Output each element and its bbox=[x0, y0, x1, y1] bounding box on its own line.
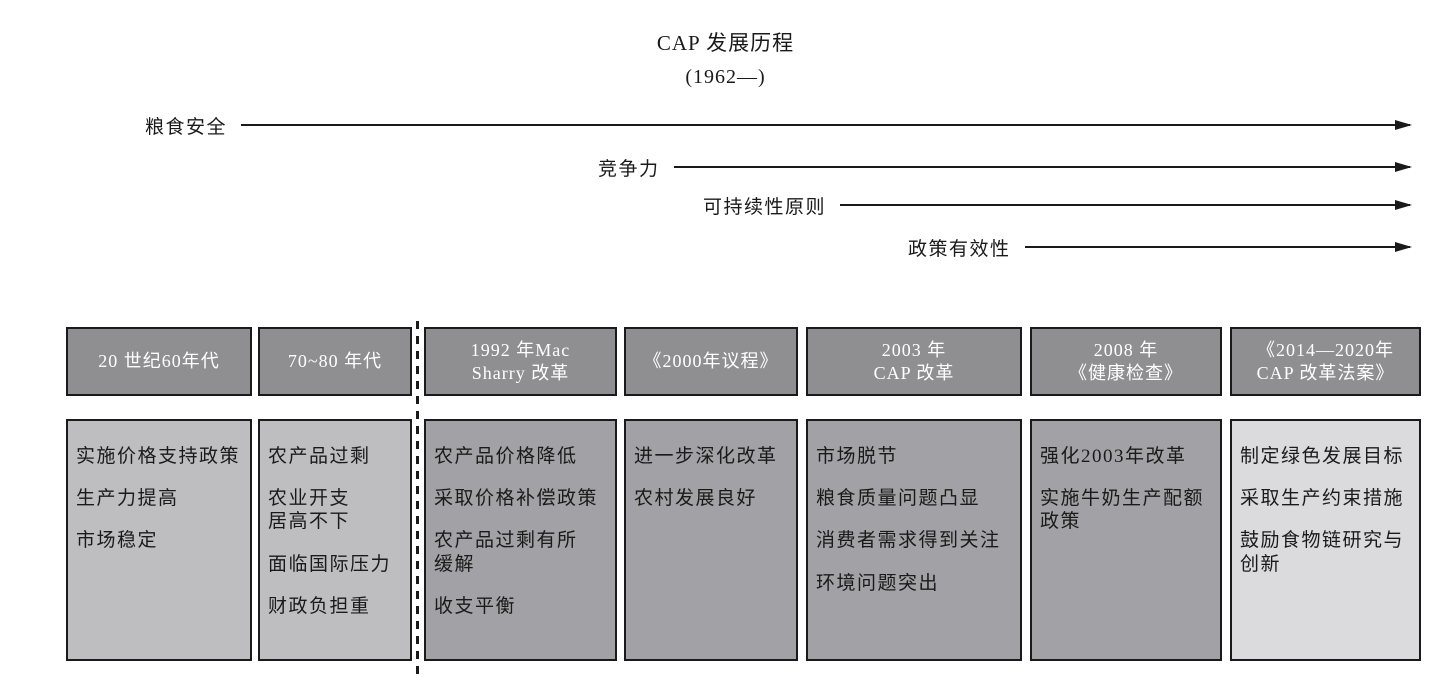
period-body: 强化2003年改革 实施牛奶生产配额 政策 bbox=[1030, 419, 1222, 661]
period-item: 财政负担重 bbox=[268, 595, 371, 617]
dashed-divider bbox=[416, 321, 419, 681]
period-item: 实施牛奶生产配额 政策 bbox=[1040, 488, 1205, 533]
period-item: 农产品过剩 bbox=[268, 446, 371, 467]
period-item: 农业开支 居高不下 bbox=[268, 488, 351, 533]
arrow-label: 可持续性原则 bbox=[703, 196, 827, 218]
period-item: 农产品价格降低 bbox=[434, 446, 578, 467]
period-body: 制定绿色发展目标 采取生产约束措施 鼓励食物链研究与 创新 bbox=[1230, 419, 1421, 661]
period-item: 实施价格支持政策 bbox=[76, 446, 241, 467]
period-header: 1992 年Mac Sharry 改革 bbox=[424, 327, 617, 396]
diagram-subtitle: (1962—) bbox=[685, 66, 766, 88]
period-header: 《2014—2020年 CAP 改革法案》 bbox=[1230, 327, 1421, 396]
timeline-column-2008-health-check: 2008 年 《健康检查》 强化2003年改革 实施牛奶生产配额 政策 bbox=[1030, 327, 1222, 661]
timeline-column-70-80s: 70~80 年代 农产品过剩 农业开支 居高不下 面临国际压力 财政负担重 bbox=[258, 327, 412, 661]
right-arrow-icon bbox=[1395, 162, 1412, 172]
arrow-label: 政策有效性 bbox=[908, 238, 1011, 260]
right-arrow-line bbox=[673, 162, 1412, 172]
period-item: 进一步深化改革 bbox=[634, 446, 778, 467]
timeline-column-2003-reform: 2003 年 CAP 改革 市场脱节 粮食质量问题凸显 消费者需求得到关注 环境… bbox=[806, 327, 1022, 661]
arrow-food-security: 粮食安全 bbox=[145, 113, 1412, 138]
period-item: 采取价格补偿政策 bbox=[434, 488, 599, 510]
right-arrow-icon bbox=[1395, 242, 1412, 252]
arrow-sustainability: 可持续性原则 bbox=[703, 193, 1412, 218]
diagram-title: CAP 发展历程 bbox=[656, 31, 795, 55]
right-arrow-line bbox=[241, 120, 1412, 130]
period-item: 生产力提高 bbox=[76, 488, 179, 510]
timeline-column-agenda-2000: 《2000年议程》 进一步深化改革 农村发展良好 bbox=[624, 327, 798, 661]
period-header: 70~80 年代 bbox=[258, 327, 412, 396]
period-header: 2008 年 《健康检查》 bbox=[1030, 327, 1222, 396]
arrow-policy-effectiveness: 政策有效性 bbox=[908, 235, 1412, 260]
timeline-column-2014-2020-act: 《2014—2020年 CAP 改革法案》 制定绿色发展目标 采取生产约束措施 … bbox=[1230, 327, 1421, 661]
period-item: 采取生产约束措施 bbox=[1240, 488, 1405, 510]
period-item: 市场稳定 bbox=[76, 530, 159, 552]
timeline-column-1960s: 20 世纪60年代 实施价格支持政策 生产力提高 市场稳定 bbox=[66, 327, 252, 661]
arrow-label: 粮食安全 bbox=[145, 116, 228, 138]
period-item: 市场脱节 bbox=[816, 446, 899, 467]
period-item: 收支平衡 bbox=[434, 595, 517, 617]
right-arrow-icon bbox=[1395, 120, 1412, 130]
period-item: 环境问题突出 bbox=[816, 572, 940, 594]
period-item: 制定绿色发展目标 bbox=[1240, 446, 1405, 467]
period-body: 市场脱节 粮食质量问题凸显 消费者需求得到关注 环境问题突出 bbox=[806, 419, 1022, 661]
arrow-competitiveness: 竞争力 bbox=[598, 155, 1412, 180]
period-header: 《2000年议程》 bbox=[624, 327, 798, 396]
right-arrow-icon bbox=[1395, 200, 1412, 210]
period-item: 农产品过剩有所 缓解 bbox=[434, 530, 578, 575]
period-body: 实施价格支持政策 生产力提高 市场稳定 bbox=[66, 419, 252, 661]
right-arrow-line bbox=[1024, 242, 1412, 252]
arrow-label: 竞争力 bbox=[598, 158, 660, 180]
period-header: 20 世纪60年代 bbox=[66, 327, 252, 396]
period-body: 进一步深化改革 农村发展良好 bbox=[624, 419, 798, 661]
period-item: 粮食质量问题凸显 bbox=[816, 488, 981, 510]
period-body: 农产品价格降低 采取价格补偿政策 农产品过剩有所 缓解 收支平衡 bbox=[424, 419, 617, 661]
period-body: 农产品过剩 农业开支 居高不下 面临国际压力 财政负担重 bbox=[258, 419, 412, 661]
period-item: 强化2003年改革 bbox=[1040, 446, 1187, 467]
period-item: 鼓励食物链研究与 创新 bbox=[1240, 530, 1405, 575]
period-header: 2003 年 CAP 改革 bbox=[806, 327, 1022, 396]
period-item: 消费者需求得到关注 bbox=[816, 530, 1001, 552]
timeline-column-1992-macsharry: 1992 年Mac Sharry 改革 农产品价格降低 采取价格补偿政策 农产品… bbox=[424, 327, 617, 661]
right-arrow-line bbox=[840, 200, 1412, 210]
period-item: 农村发展良好 bbox=[634, 488, 758, 510]
period-item: 面临国际压力 bbox=[268, 553, 392, 575]
